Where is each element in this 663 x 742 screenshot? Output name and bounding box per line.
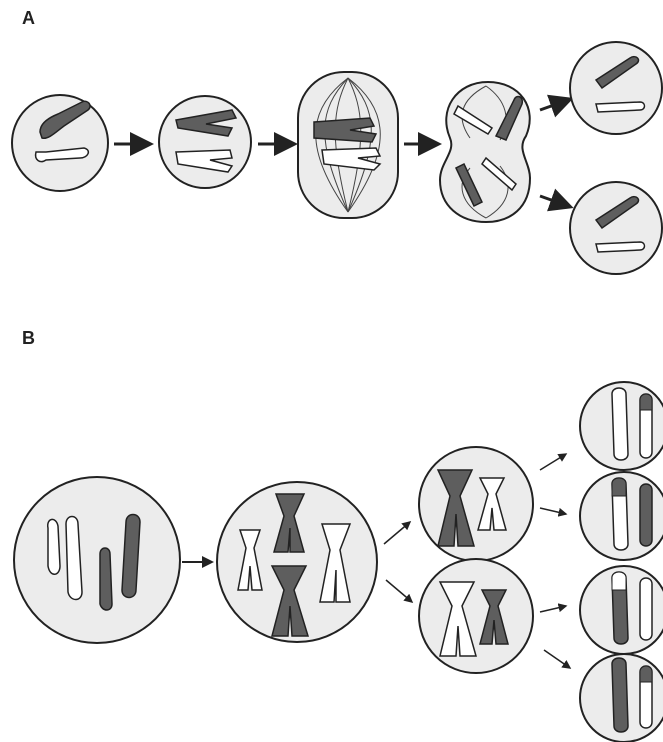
- mitosis-cell-3-metaphase: [298, 72, 398, 218]
- arrow: [540, 606, 566, 612]
- gamete-cell-2: [580, 472, 663, 560]
- arrow: [384, 522, 410, 544]
- mitosis-daughter-cell-1: [570, 42, 662, 134]
- arrow: [540, 508, 566, 514]
- light-chromosome: [640, 578, 652, 640]
- meiosis-cell-3b: [419, 559, 533, 673]
- light-chromosome: [596, 242, 645, 252]
- gamete-cell-4: [580, 654, 663, 742]
- gamete-cell-3: [580, 566, 663, 654]
- mitosis-cell-4-anaphase: [440, 82, 530, 222]
- panel-b-meiosis: [14, 382, 663, 742]
- meiosis-cell-2: [217, 482, 377, 642]
- light-chromosome: [596, 102, 645, 112]
- mitosis-daughter-cell-2: [570, 182, 662, 274]
- mitosis-cell-2: [159, 96, 251, 188]
- arrow: [386, 580, 412, 602]
- arrow: [540, 100, 568, 110]
- arrow: [540, 196, 568, 206]
- mitosis-cell-1: [12, 95, 108, 191]
- dark-chromosome: [100, 548, 112, 610]
- arrow: [544, 650, 570, 668]
- panel-a-mitosis: [12, 42, 662, 274]
- dark-chromosome: [612, 658, 628, 732]
- light-chromosome: [48, 519, 60, 574]
- dark-chromosome: [640, 484, 652, 546]
- gamete-cell-1: [580, 382, 663, 470]
- light-chromosome: [612, 388, 628, 460]
- meiosis-cell-3a: [419, 447, 533, 561]
- arrow: [540, 454, 566, 470]
- meiosis-cell-1: [14, 477, 180, 643]
